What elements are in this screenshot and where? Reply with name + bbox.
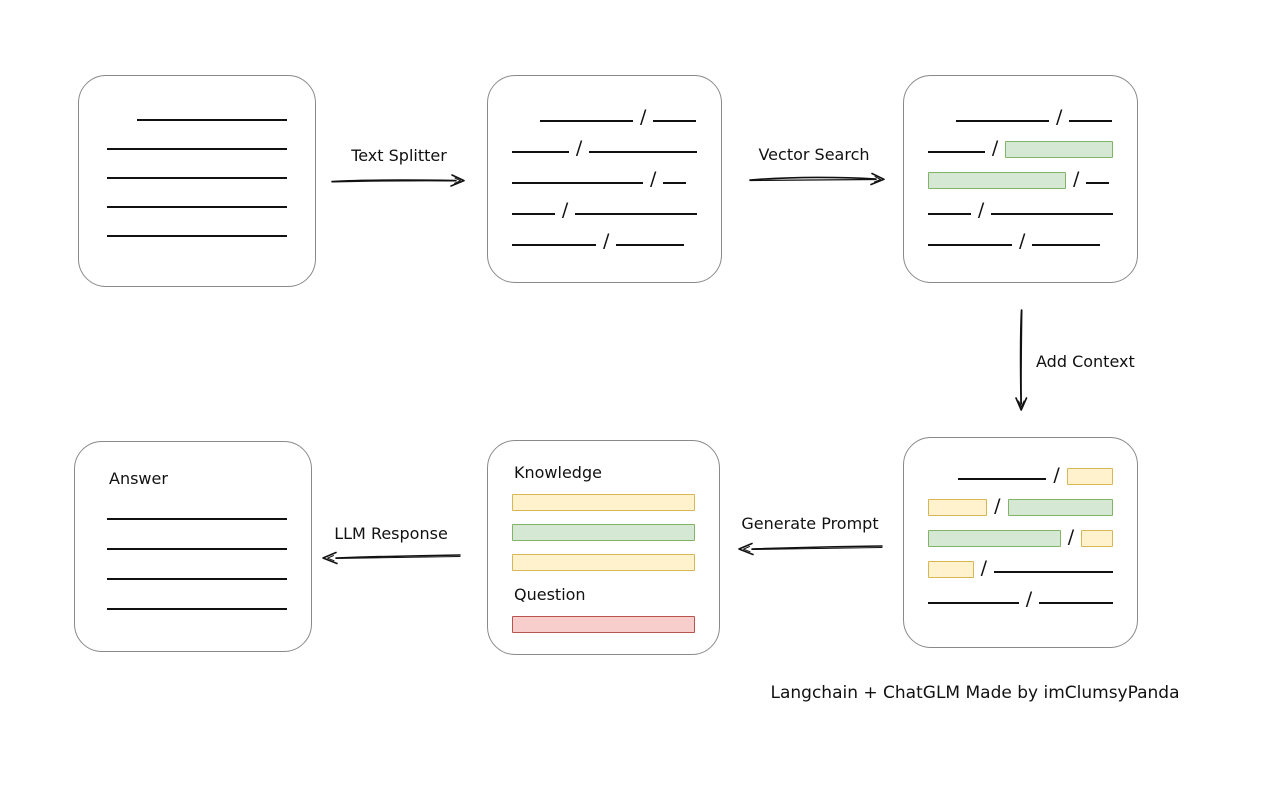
chunk-row: /	[928, 486, 1113, 517]
chunk-separator: /	[1067, 526, 1075, 549]
document-text-line	[107, 578, 287, 580]
text-line-segment	[1086, 182, 1110, 184]
yellow-bar	[512, 494, 695, 511]
text-line-segment	[512, 213, 555, 215]
llm-response-label: LLM Response	[334, 524, 448, 543]
text-line-segment	[512, 244, 596, 246]
text-line-segment	[1039, 602, 1113, 604]
chunk-row: /	[512, 128, 697, 159]
chunk-separator: /	[991, 137, 999, 160]
document-text-line	[107, 548, 287, 550]
question-title: Question	[514, 585, 586, 604]
chunk-separator: /	[650, 168, 657, 191]
chunk-row: /	[958, 455, 1113, 486]
text-line-segment	[653, 120, 697, 122]
chunk-row: /	[512, 190, 697, 221]
chunk-separator: /	[1019, 230, 1026, 253]
text-line-segment	[1069, 120, 1113, 122]
chunk-separator: /	[1056, 106, 1063, 129]
document-text-line	[107, 518, 287, 520]
generate-prompt-label: Generate Prompt	[741, 514, 879, 533]
document-text-line	[107, 148, 287, 150]
text-line-segment	[991, 213, 1113, 215]
chunk-separator: /	[575, 137, 583, 160]
text-line-segment	[512, 182, 643, 184]
text-line-segment	[928, 151, 985, 153]
red-bar	[512, 616, 695, 633]
text-line-segment	[589, 151, 697, 153]
node-vector-matched-chunks: / / / / /	[903, 75, 1138, 283]
chunk-row: /	[928, 221, 1113, 252]
knowledge-bars	[512, 494, 695, 571]
chunk-separator: /	[1053, 464, 1060, 487]
text-line-segment	[663, 182, 687, 184]
text-line-segment	[928, 244, 1012, 246]
answer-title: Answer	[109, 469, 168, 488]
text-splitter-label: Text Splitter	[351, 146, 447, 165]
chunk-row: /	[928, 128, 1113, 159]
chunk-row: /	[512, 159, 697, 190]
text-splitter-arrow	[331, 174, 465, 187]
text-line-segment	[575, 213, 697, 215]
document-text-line	[107, 177, 287, 179]
matched-chunk-highlight	[1007, 499, 1113, 516]
green-bar	[512, 524, 695, 541]
diagram-caption: Langchain + ChatGLM Made by imClumsyPand…	[770, 683, 1180, 703]
question-bars	[512, 616, 695, 633]
chunk-separator: /	[561, 199, 569, 222]
chunk-row: /	[928, 190, 1113, 221]
chunk-row: /	[928, 548, 1113, 579]
node-answer: Answer	[74, 441, 312, 652]
knowledge-title: Knowledge	[514, 463, 602, 482]
text-line-segment	[956, 120, 1049, 122]
chunk-separator: /	[1025, 588, 1033, 611]
chunk-row: /	[540, 97, 697, 128]
text-line-segment	[1032, 244, 1101, 246]
document-text-line	[107, 608, 287, 610]
vector-search-label: Vector Search	[758, 145, 870, 164]
chunk-row: /	[928, 159, 1113, 190]
chunk-separator: /	[977, 199, 985, 222]
context-chunk-highlight	[928, 499, 988, 516]
chunk-separator: /	[640, 106, 647, 129]
generate-prompt-arrow	[738, 542, 883, 556]
node-source-document	[78, 75, 316, 287]
document-text-line	[107, 206, 287, 208]
node-prompt: Knowledge Question	[487, 440, 720, 655]
yellow-bar	[512, 554, 695, 571]
text-line-segment	[540, 120, 633, 122]
chunk-separator: /	[980, 557, 988, 580]
vector-search-arrow	[749, 172, 885, 186]
context-chunk-highlight	[928, 561, 974, 578]
text-line-segment	[616, 244, 685, 246]
chunk-row: /	[928, 517, 1113, 548]
matched-chunk-highlight	[928, 530, 1061, 547]
context-chunk-highlight	[1081, 530, 1113, 547]
text-line-segment	[994, 571, 1113, 573]
document-text-line	[107, 235, 287, 237]
llm-response-arrow	[322, 551, 461, 565]
matched-chunk-highlight	[928, 172, 1066, 189]
document-text-line	[137, 119, 287, 121]
context-chunk-highlight	[1066, 468, 1113, 485]
node-split-chunks: / / / / /	[487, 75, 722, 283]
text-line-segment	[928, 213, 971, 215]
chunk-row: /	[512, 221, 697, 252]
chunk-separator: /	[994, 495, 1001, 518]
chunk-row: /	[928, 579, 1113, 610]
chunk-row: /	[956, 97, 1113, 128]
text-line-segment	[958, 478, 1047, 480]
add-context-arrow	[1015, 309, 1028, 411]
matched-chunk-highlight	[1005, 141, 1113, 158]
chunk-separator: /	[1073, 168, 1080, 191]
text-line-segment	[512, 151, 569, 153]
text-line-segment	[928, 602, 1019, 604]
add-context-label: Add Context	[1036, 352, 1135, 371]
chunk-separator: /	[603, 230, 610, 253]
node-context-chunks: / / / / /	[903, 437, 1138, 648]
